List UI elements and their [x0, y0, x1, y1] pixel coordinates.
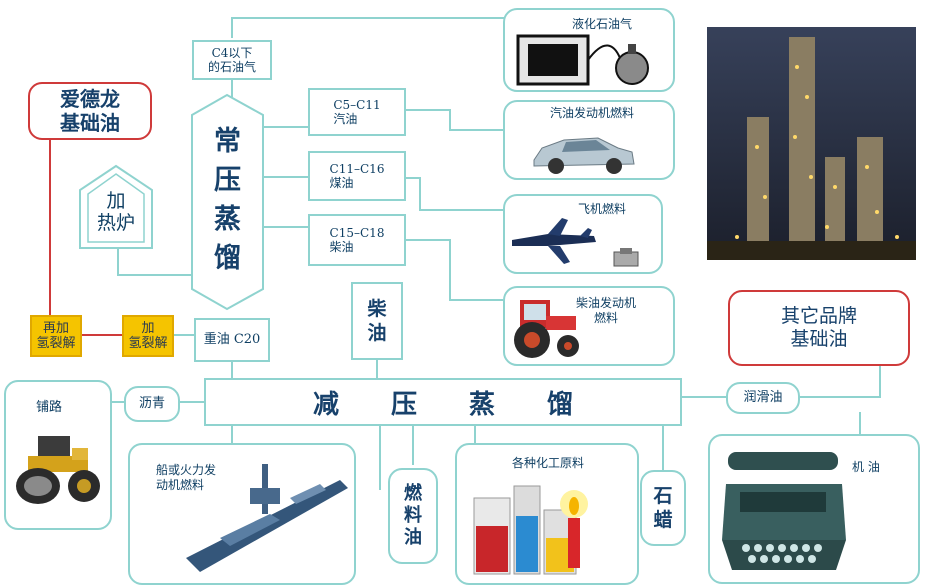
gasoline-engine-product-label: 汽油发动机燃料	[550, 106, 635, 120]
kerosene-fraction-box: C11–C16 煤油	[308, 151, 406, 201]
re-hydrocracking-label: 再加 氢裂解	[36, 321, 76, 351]
hydrocracking-label: 加 氢裂解	[128, 321, 168, 351]
road-roller-icon	[16, 436, 100, 504]
warship-icon	[186, 464, 348, 572]
lubricant-label: 润滑油	[743, 390, 783, 405]
car-icon	[533, 137, 635, 174]
engine-oil-label: 机 油	[852, 460, 880, 474]
gasoline-engine-product-box	[503, 100, 675, 180]
typewriter-icon	[722, 452, 846, 570]
atmospheric-distillation-label: 常 压 蒸 馏	[214, 126, 241, 274]
diesel-label: 柴 油	[367, 298, 387, 344]
ship-fuel-label: 船或火力发 动机燃料	[156, 463, 217, 492]
refinery-photo	[707, 27, 916, 260]
asphalt-box: 沥青	[124, 386, 180, 422]
other-brand-base-oil-label: 其它品牌 基础油	[780, 305, 857, 350]
diesel-engine-product-label: 柴油发动机 燃料	[576, 296, 637, 325]
ship-box	[128, 443, 356, 585]
c4-gas-box: C4以下 的石油气	[192, 40, 272, 80]
kerosene-fraction-label: C11–C16 煤油	[329, 162, 385, 190]
re-hydrocracking-box: 再加 氢裂解	[30, 315, 82, 357]
heavy-oil-box: 重油 C20	[194, 318, 270, 362]
gasoline-fraction-label: C5–C11 汽油	[333, 98, 381, 126]
diesel-fraction-box: C15–C18 柴油	[308, 214, 406, 266]
asphalt-label: 沥青	[138, 396, 165, 411]
tractor-icon	[514, 300, 579, 358]
chemical-bottles-icon	[473, 485, 577, 575]
chemical-materials-label: 各种化工原料	[512, 456, 585, 470]
paving-label: 铺路	[36, 400, 63, 415]
furnace-label: 加 热炉	[96, 190, 135, 234]
paving-box: 铺路	[4, 380, 112, 530]
candle-icon	[560, 490, 588, 568]
jet-fuel-product-label: 飞机燃料	[578, 202, 627, 216]
edelong-base-oil-box: 爱德龙 基础油	[28, 82, 152, 140]
lubricant-box: 润滑油	[726, 382, 800, 414]
lpg-generator-icon	[516, 34, 649, 86]
fuel-tank-icon	[613, 248, 639, 267]
diesel-box: 柴 油	[351, 282, 403, 360]
furnace-shape	[79, 164, 153, 249]
gasoline-fraction-box: C5–C11 汽油	[308, 88, 406, 136]
heavy-oil-label: 重油 C20	[203, 332, 261, 347]
edelong-base-oil-label: 爱德龙 基础油	[60, 87, 120, 135]
vacuum-distillation-box: 减 压 蒸 馏	[204, 378, 682, 426]
hydrocracking-box: 加 氢裂解	[122, 315, 174, 357]
airplane-icon	[512, 218, 596, 264]
lpg-product-label: 液化石油气	[572, 17, 633, 31]
c4-gas-label: C4以下 的石油气	[207, 46, 256, 74]
fuel-oil-label: 燃 料 油	[404, 483, 422, 548]
paraffin-label: 石 蜡	[653, 485, 673, 531]
fuel-oil-box: 燃 料 油	[388, 468, 438, 564]
paraffin-box: 石 蜡	[640, 470, 686, 546]
vacuum-distillation-label: 减 压 蒸 馏	[312, 389, 573, 420]
other-brand-base-oil-box: 其它品牌 基础油	[728, 290, 910, 366]
diesel-fraction-label: C15–C18 柴油	[329, 226, 385, 254]
atmospheric-column-shape	[191, 93, 264, 311]
